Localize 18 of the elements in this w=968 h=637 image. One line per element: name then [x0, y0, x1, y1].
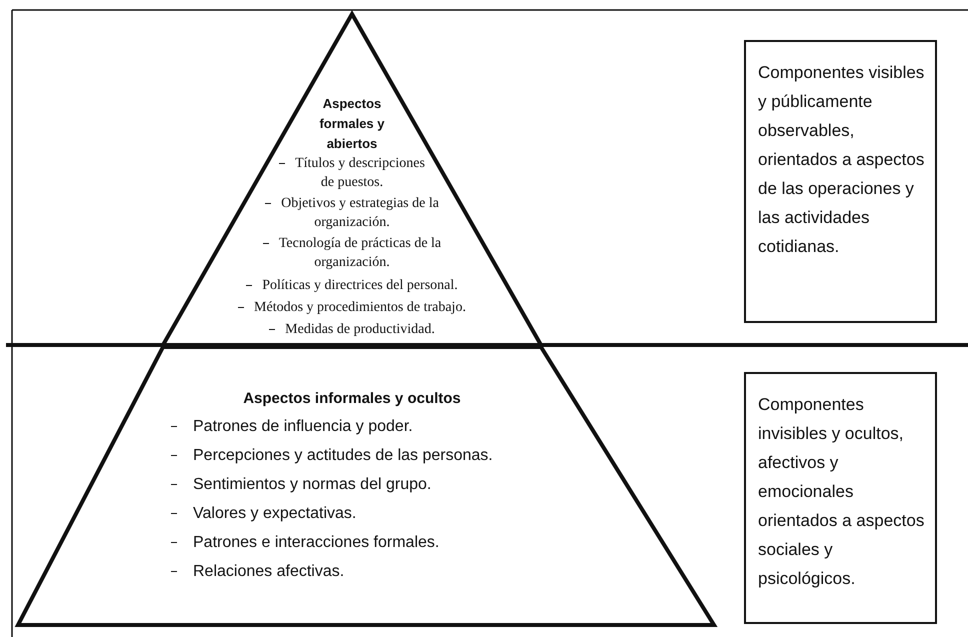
list-item: Valores y expectativas.	[193, 505, 356, 522]
list-item: Objetivos y estrategias de la organización.	[281, 196, 439, 230]
text-box	[744, 372, 937, 624]
list-item: Patrones e interacciones formales.	[193, 534, 440, 551]
list-item: Medidas de productividad.	[285, 322, 435, 337]
list-item: Patrones de influencia y poder.	[193, 418, 413, 435]
section-heading: Aspectos informales y ocultos	[242, 389, 462, 409]
list-item: Políticas y directrices del personal.	[262, 278, 458, 293]
description-text: Componentes invisibles y ocultos, afectivos y emocionales orientados a aspectos sociales y psicológicos.	[758, 394, 926, 590]
list-item: Relaciones afectivas.	[193, 563, 344, 580]
list-item: Métodos y procedimientos de trabajo.	[254, 300, 466, 315]
list-item: Tecnología de prácticas de la organización.	[278, 236, 442, 270]
list-item: Sentimientos y normas del grupo.	[193, 476, 432, 493]
description-text: Componentes visibles y públicamente observables, orientados a aspectos de las operaciones y las actividades cotidianas.	[758, 62, 926, 258]
list-item: Títulos y descripciones de puestos.	[295, 156, 425, 190]
list-item: Percepciones y actitudes de las personas.	[193, 447, 493, 464]
text-box	[744, 40, 937, 323]
section-heading: Aspectos formales y abiertos	[318, 95, 386, 153]
